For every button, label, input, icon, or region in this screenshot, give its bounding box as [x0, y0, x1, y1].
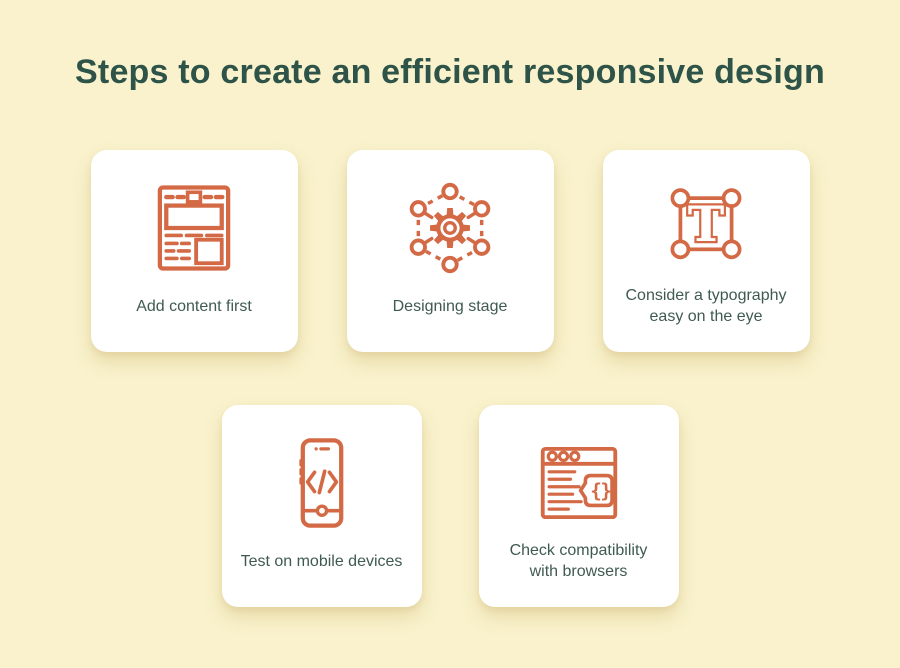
card-designing-stage: Designing stage	[346, 150, 554, 353]
card-browser-compat: { } Check compatibility with browsers	[478, 405, 679, 608]
card-label-typography: Consider a typography easy on the eye	[625, 287, 787, 326]
mobile-code-icon	[274, 435, 370, 531]
typography-frame-icon: T	[658, 180, 754, 276]
network-gear-icon	[402, 180, 498, 276]
card-test-mobile: Test on mobile devices	[221, 405, 422, 608]
brace-close-glyph: }	[600, 480, 612, 503]
typography-letter-glyph: T	[688, 195, 725, 253]
cards-row-bottom: Test on mobile devices	[221, 405, 679, 608]
browser-code-icon: { }	[531, 435, 627, 531]
content-wireframe-icon	[146, 180, 242, 276]
card-label-browser-compat: Check compatibility with browsers	[509, 542, 648, 581]
card-label-test-mobile: Test on mobile devices	[240, 552, 403, 570]
card-label-designing-stage: Designing stage	[392, 297, 508, 315]
brace-open-glyph: {	[590, 480, 602, 503]
card-typography: T Consider a typography easy on the eye	[602, 150, 810, 353]
cards-row-top: Add content first	[90, 150, 810, 353]
page-title: Steps to create an efficient responsive …	[75, 53, 825, 91]
card-add-content-first: Add content first	[90, 150, 298, 353]
card-label-add-content-first: Add content first	[136, 297, 252, 315]
